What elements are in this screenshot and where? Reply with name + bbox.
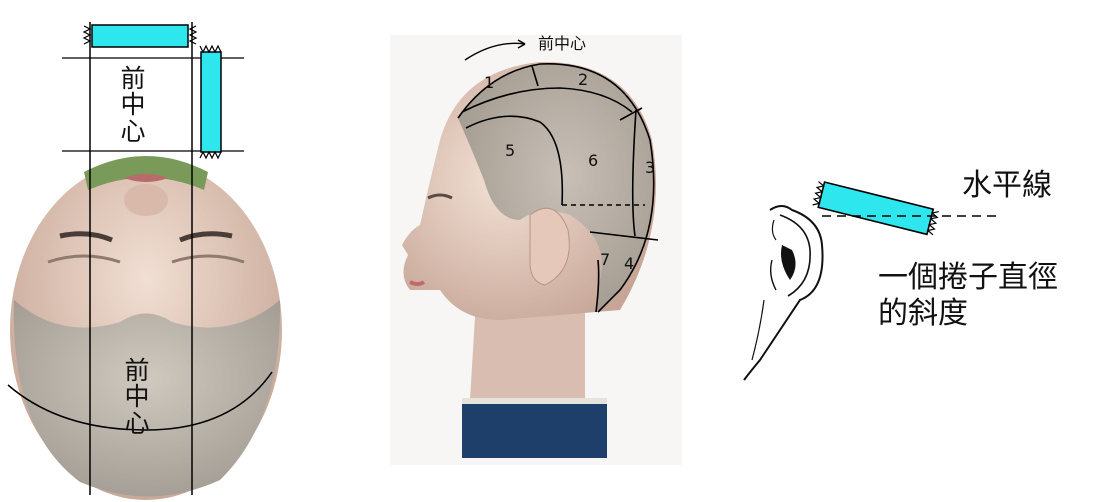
roller-detail-drawing (730, 0, 1102, 502)
nose-shape (124, 184, 168, 216)
arrow-front-center-label: 前中心 (538, 36, 586, 53)
mouth-shape (410, 282, 424, 284)
section-number-5: 5 (505, 143, 515, 160)
lower-front-center-label: 前 中 心 (124, 358, 150, 437)
roller-horizontal (84, 25, 196, 47)
roller-vertical (200, 46, 221, 158)
section-number-1: 1 (484, 75, 494, 92)
tilted-roller (812, 181, 939, 236)
section-number-3: 3 (645, 160, 655, 177)
angle-label-line1: 一個捲子直徑 (878, 262, 1058, 294)
section-number-2: 2 (578, 72, 588, 89)
horizontal-line-label: 水平線 (962, 170, 1052, 202)
upper-front-center-label: 前 中 心 (120, 66, 146, 145)
top-view-drawing (0, 0, 300, 502)
section-number-7: 7 (600, 252, 610, 269)
neck-band (462, 402, 607, 458)
section-number-4: 4 (624, 256, 634, 273)
ear-sketch (744, 206, 823, 380)
side-view-panel: 前中心 1 2 3 4 5 6 7 (380, 0, 700, 502)
top-view-panel: 前 中 心 前 中 心 (0, 0, 300, 502)
side-view-drawing (380, 0, 700, 502)
roller-detail-panel: 水平線 一個捲子直徑 的斜度 (730, 0, 1102, 502)
angle-label-line2: 的斜度 (878, 298, 968, 330)
section-number-6: 6 (588, 153, 598, 170)
